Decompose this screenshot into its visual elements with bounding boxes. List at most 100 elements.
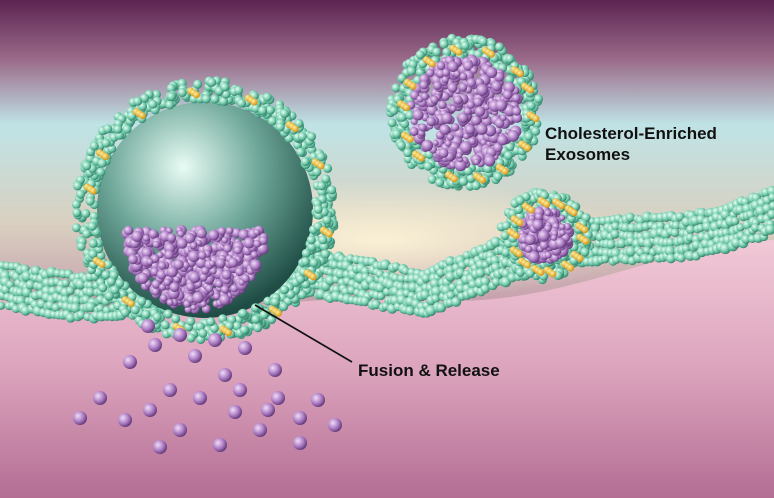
released-molecule [293, 411, 307, 425]
vesicle-lipid [113, 124, 123, 134]
cargo-molecule [131, 230, 143, 243]
vesicle-lipid [471, 181, 481, 191]
released-molecule [268, 363, 282, 377]
cargo-molecule [158, 283, 166, 291]
vesicle-lipid [76, 189, 86, 199]
released-molecule [271, 391, 285, 405]
cargo-molecule [141, 247, 153, 259]
cargo-molecule [563, 222, 572, 231]
cholesterol [516, 70, 524, 78]
cargo-molecule [163, 278, 172, 287]
cargo-molecule [471, 115, 482, 126]
cargo-molecule [196, 228, 207, 239]
vesicle-lipid [432, 47, 442, 57]
vesicle-lipid [389, 106, 399, 116]
cargo-molecule [230, 284, 239, 293]
cargo-molecule [512, 112, 523, 123]
released-molecule [261, 403, 275, 417]
membrane-lipid [371, 299, 381, 310]
exosomes [71, 33, 593, 344]
vesicle-lipid [151, 89, 161, 99]
cargo-molecule [220, 285, 230, 294]
membrane-lipid [490, 236, 501, 248]
cargo-molecule [554, 237, 566, 249]
cargo-molecule [186, 282, 195, 292]
vesicle-lipid [494, 42, 504, 52]
vesicle-lipid [307, 242, 317, 252]
vesicle-lipid [82, 161, 92, 171]
vesicle-lipid [301, 248, 311, 258]
cargo-molecule [137, 272, 149, 284]
cargo-molecule [474, 106, 486, 117]
released-molecule [233, 383, 247, 397]
cholesterol [138, 112, 146, 120]
cargo-molecule [457, 112, 469, 124]
cargo-molecule [466, 100, 475, 110]
membrane-lipid [66, 286, 75, 296]
membrane-lipid [611, 221, 620, 231]
cargo-molecule [473, 97, 483, 107]
released-molecule [153, 440, 167, 454]
cargo-molecule [438, 100, 447, 110]
cargo-molecule [537, 229, 550, 242]
cargo-molecule [221, 269, 232, 280]
vesicle-lipid [81, 209, 91, 219]
released-molecule [123, 355, 137, 369]
released-molecule [328, 418, 342, 432]
membrane-lipid [686, 225, 696, 235]
vesicle-lipid [321, 174, 331, 184]
membrane-lipid [751, 223, 760, 232]
cholesterol [567, 264, 575, 272]
cargo-molecule [156, 269, 167, 280]
cargo-molecule [524, 245, 533, 253]
released-molecule [173, 423, 187, 437]
cholesterol [450, 175, 458, 183]
membrane-lipid [96, 304, 105, 313]
membrane-lipid [671, 221, 681, 230]
cargo-molecule [157, 261, 167, 270]
membrane-lipid [395, 281, 406, 292]
cargo-molecule [177, 230, 185, 238]
cargo-molecule [440, 91, 450, 101]
released-molecule [118, 413, 132, 427]
cholesterol [516, 219, 524, 227]
membrane-lipid [764, 223, 774, 235]
cholesterol [581, 226, 589, 234]
vesicle-lipid [87, 221, 97, 231]
vesicle-lipid [531, 126, 541, 136]
cargo-molecule [450, 105, 457, 112]
cargo-molecule [439, 124, 451, 135]
cargo-molecule [199, 273, 208, 282]
membrane-lipid [70, 302, 81, 314]
released-molecule [148, 338, 162, 352]
vesicle-lipid [286, 289, 296, 299]
vesicle-lipid [72, 208, 82, 218]
cholesterol [428, 60, 436, 68]
membrane-lipid [376, 291, 386, 301]
cholesterol [409, 82, 417, 90]
vesicle-lipid [177, 88, 187, 98]
released-molecule [228, 405, 242, 419]
membrane-lipid [379, 259, 391, 271]
vesicle-lipid [320, 249, 330, 259]
cargo-molecule [502, 89, 513, 100]
vesicle-lipid [101, 270, 111, 280]
vesicle-lipid [103, 124, 113, 134]
cargo-molecule [463, 60, 474, 71]
cargo-molecule [486, 66, 498, 79]
vesicle-lipid [88, 249, 98, 259]
cholesterol [558, 202, 566, 210]
vesicle-lipid [327, 185, 337, 195]
vesicle-lipid [459, 176, 469, 186]
vesicle-lipid [460, 41, 470, 51]
membrane-lipid [676, 253, 686, 263]
vesicle-lipid [239, 325, 249, 335]
vesicle-lipid [165, 100, 175, 110]
membrane-lipid [0, 301, 6, 310]
cholesterol [543, 200, 551, 208]
released-molecule [311, 393, 325, 407]
cargo-molecule [173, 259, 184, 270]
cargo-molecule [412, 109, 424, 121]
vesicle-lipid [280, 109, 290, 119]
